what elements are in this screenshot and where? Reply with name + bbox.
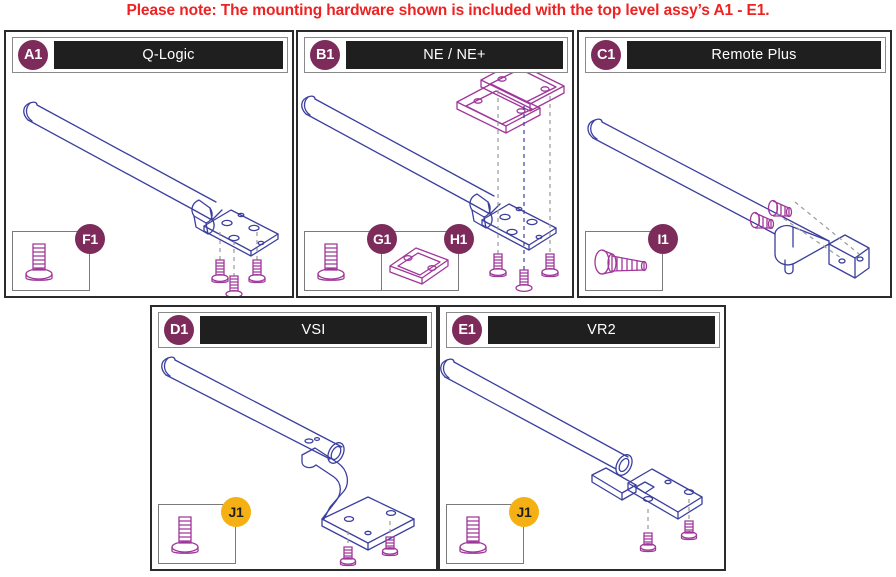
panel-a1-hardware-list: F1 [12, 224, 105, 291]
pan-head-screw-vertical-icon [311, 236, 363, 288]
hardware-badge-f1: F1 [75, 224, 105, 254]
hardware-item-j1-vr2: J1 [446, 497, 539, 564]
panel-d1-badge: D1 [164, 315, 194, 345]
panel-e1-badge: E1 [452, 315, 482, 345]
panel-b1-title: NE / NE+ [346, 41, 563, 69]
panel-d1-hardware-list: J1 [158, 497, 251, 564]
hardware-badge-i1: I1 [648, 224, 678, 254]
panel-d1-header: D1 VSI [158, 312, 432, 348]
hardware-badge-h1: H1 [443, 224, 474, 254]
pan-head-screw-vertical-icon [165, 509, 217, 561]
hardware-item-j1-vsi: J1 [158, 497, 251, 564]
panel-e1-header: E1 VR2 [446, 312, 720, 348]
panel-c1-hardware-list: I1 [585, 224, 678, 291]
hardware-badge-g1: G1 [367, 224, 397, 254]
panel-a1: A1 Q-Logic [4, 30, 294, 298]
panel-a1-artwork [6, 32, 294, 296]
panel-a1-header: A1 Q-Logic [12, 37, 288, 73]
panel-e1-hardware-list: J1 [446, 497, 539, 564]
panel-e1-title: VR2 [488, 316, 715, 344]
pan-head-screw-horizontal-icon [590, 244, 656, 284]
panel-c1-header: C1 Remote Plus [585, 37, 886, 73]
hardware-item-f1: F1 [12, 224, 105, 291]
panel-c1-artwork [579, 32, 892, 296]
panel-d1-artwork [152, 307, 438, 569]
mounting-rail-plate-icon [386, 244, 452, 286]
panel-a1-title: Q-Logic [54, 41, 283, 69]
panel-c1: C1 Remote Plus [577, 30, 892, 298]
panel-b1-header: B1 NE / NE+ [304, 37, 568, 73]
hardware-item-g1: G1 [304, 224, 397, 291]
panel-b1-artwork [298, 32, 574, 296]
panel-e1: E1 VR2 [438, 305, 726, 571]
panel-c1-badge: C1 [591, 40, 621, 70]
hardware-badge-j1-vsi: J1 [221, 497, 251, 527]
panel-d1: D1 VSI [150, 305, 438, 571]
panel-a1-badge: A1 [18, 40, 48, 70]
pan-head-screw-vertical-icon [453, 509, 505, 561]
mounting-hardware-note: Please note: The mounting hardware shown… [126, 2, 770, 19]
panel-e1-artwork [440, 307, 726, 569]
panel-b1: B1 NE / NE+ [296, 30, 574, 298]
pan-head-screw-vertical-icon [19, 236, 71, 288]
hardware-item-i1: I1 [585, 224, 678, 291]
panel-d1-title: VSI [200, 316, 427, 344]
panel-b1-hardware-list: G1 H1 [304, 224, 474, 291]
panel-b1-badge: B1 [310, 40, 340, 70]
panel-c1-title: Remote Plus [627, 41, 881, 69]
hardware-badge-j1-vr2: J1 [509, 497, 539, 527]
